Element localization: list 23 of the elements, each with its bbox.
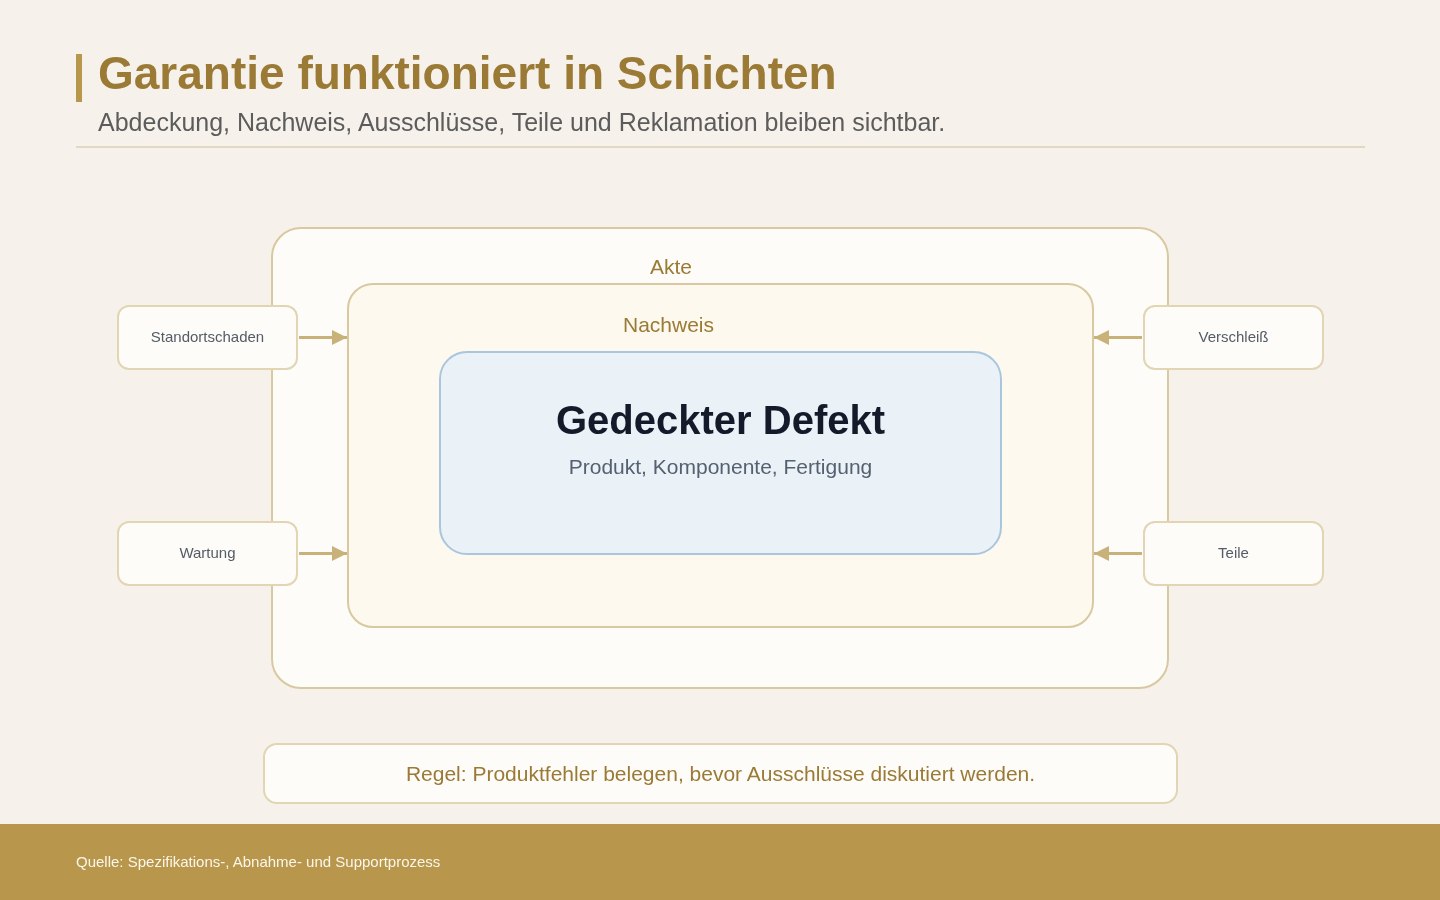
middle-layer-box — [347, 283, 1094, 628]
exclusion-box — [117, 521, 298, 586]
exclusion-box — [117, 305, 298, 370]
core-title: Gedeckter Defekt — [555, 397, 885, 444]
arrow — [299, 546, 347, 561]
layer-title: Akte — [649, 254, 693, 280]
arrow — [1094, 546, 1142, 561]
layer-title: Nachweis — [621, 312, 715, 338]
node-label: Standortschaden — [150, 327, 265, 348]
rule-text: Regel: Produktfehler belegen, bevor Ausschlüsse diskutiert werden. — [405, 760, 1036, 787]
core-box — [439, 351, 1002, 555]
arrow — [1094, 330, 1142, 345]
core-subtitle: Produkt, Komponente, Fertigung — [568, 454, 873, 480]
arrow — [299, 330, 347, 345]
exclusion-box — [1143, 305, 1324, 370]
source-note: Quelle: Spezifikations-, Abnahme- und Supportprozess — [76, 851, 441, 872]
subtitle: Abdeckung, Nachweis, Ausschlüsse, Teile und Reklamation bleiben sichtbar. — [98, 107, 946, 138]
node-label: Wartung — [179, 543, 236, 564]
outer-layer-box — [271, 227, 1169, 689]
node-label: Teile — [1218, 543, 1249, 564]
title: Garantie funktioniert in Schichten — [98, 50, 837, 96]
node-label: Verschleiß — [1198, 327, 1269, 348]
exclusion-box — [1143, 521, 1324, 586]
